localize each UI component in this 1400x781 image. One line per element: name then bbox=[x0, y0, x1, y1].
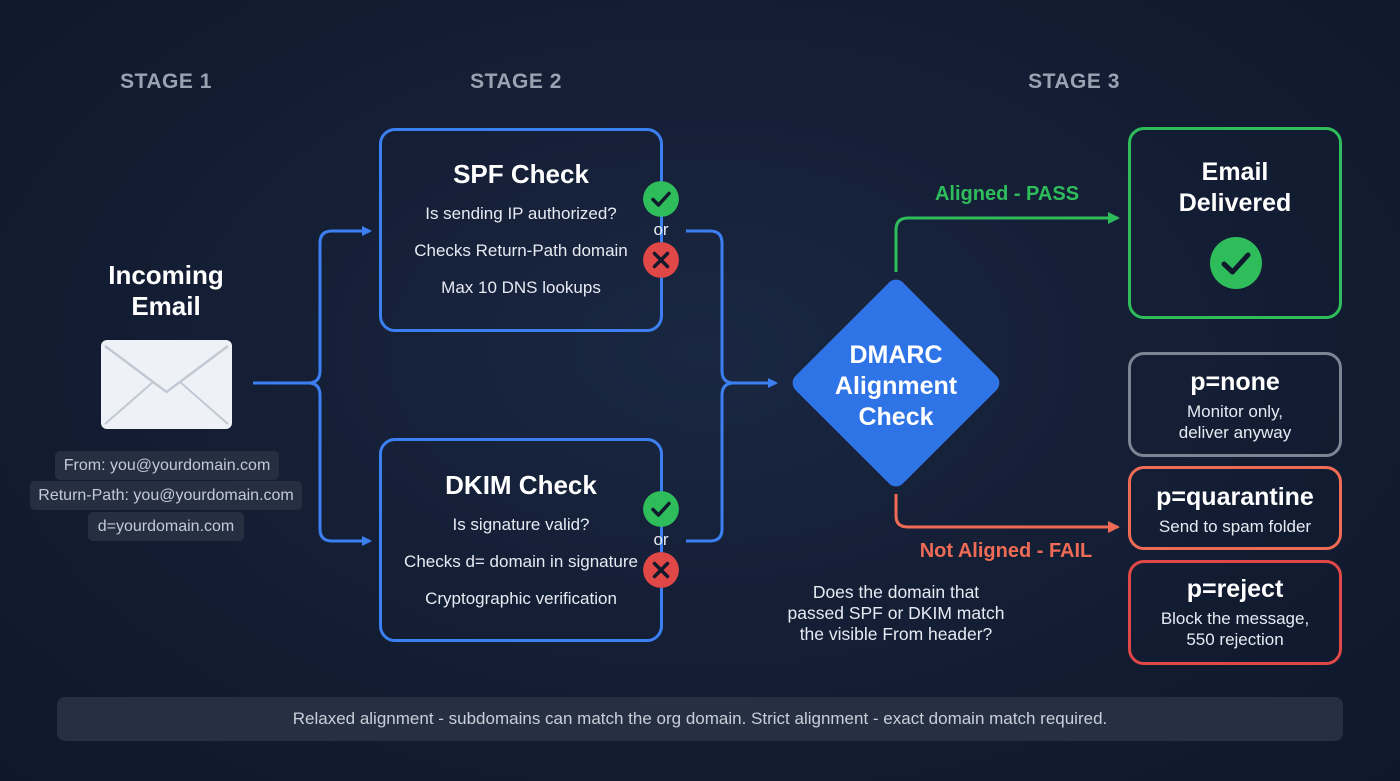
dkim-to-dmarc-connector bbox=[686, 381, 735, 543]
dmarc-diamond bbox=[792, 279, 1000, 487]
header-dkim-domain-tag: d=yourdomain.com bbox=[88, 512, 244, 541]
policy-reject-title: p=reject bbox=[1186, 575, 1284, 603]
dkim-line: Cryptographic verification bbox=[425, 589, 617, 608]
spf-check-box: SPF Check Is sending IP authorized? Chec… bbox=[379, 128, 663, 332]
spf-line: Checks Return-Path domain bbox=[414, 241, 628, 260]
dkim-pass-icon bbox=[643, 491, 679, 527]
stage-2-label: STAGE 2 bbox=[470, 70, 562, 93]
spf-or-label: or bbox=[653, 220, 669, 239]
policy-none-title: p=none bbox=[1190, 368, 1280, 396]
email-to-dkim-connector bbox=[307, 381, 372, 546]
dkim-or-label: or bbox=[653, 530, 669, 549]
spf-to-dmarc-connector bbox=[686, 229, 778, 388]
policy-reject-desc: Block the message, 550 rejection bbox=[1160, 609, 1310, 649]
email-delivered-box: Email Delivered bbox=[1128, 127, 1342, 319]
incoming-email-title: Incoming Email bbox=[108, 260, 224, 321]
pass-path-connector bbox=[894, 212, 1120, 272]
dmarc-label: DMARC Alignment Check bbox=[834, 341, 958, 431]
alignment-note-footer: Relaxed alignment - subdomains can match… bbox=[57, 697, 1343, 741]
policy-quarantine-box: p=quarantine Send to spam folder bbox=[1128, 466, 1342, 550]
stage-1-label: STAGE 1 bbox=[120, 70, 212, 93]
stage-3-label: STAGE 3 bbox=[1028, 70, 1120, 93]
header-from-tag: From: you@yourdomain.com bbox=[55, 451, 279, 480]
envelope-icon bbox=[101, 340, 232, 429]
dkim-line: Checks d= domain in signature bbox=[404, 552, 638, 571]
policy-none-box: p=none Monitor only, deliver anyway bbox=[1128, 352, 1342, 457]
spf-pass-icon bbox=[643, 181, 679, 217]
policy-quarantine-desc: Send to spam folder bbox=[1158, 517, 1312, 536]
dmarc-question: Does the domain that passed SPF or DKIM … bbox=[787, 582, 1005, 644]
header-return-path-tag: Return-Path: you@yourdomain.com bbox=[30, 481, 302, 510]
dkim-fail-icon bbox=[643, 552, 679, 588]
dkim-title: DKIM Check bbox=[445, 470, 597, 500]
spf-title: SPF Check bbox=[453, 159, 589, 189]
spf-line: Max 10 DNS lookups bbox=[441, 278, 601, 297]
policy-none-desc: Monitor only, deliver anyway bbox=[1178, 402, 1292, 442]
spf-fail-icon bbox=[643, 242, 679, 278]
fail-label: Not Aligned - FAIL bbox=[919, 540, 1093, 562]
delivered-title: Email Delivered bbox=[1178, 158, 1292, 217]
dkim-check-box: DKIM Check Is signature valid? Checks d=… bbox=[379, 438, 663, 642]
policy-reject-box: p=reject Block the message, 550 rejectio… bbox=[1128, 560, 1342, 665]
spf-line: Is sending IP authorized? bbox=[425, 204, 617, 223]
email-to-checks-connector bbox=[253, 226, 372, 385]
policy-quarantine-title: p=quarantine bbox=[1156, 483, 1314, 511]
fail-path-connector bbox=[894, 494, 1120, 533]
pass-label: Aligned - PASS bbox=[934, 183, 1080, 205]
dkim-line: Is signature valid? bbox=[452, 515, 590, 534]
delivered-check-icon bbox=[1210, 237, 1262, 289]
